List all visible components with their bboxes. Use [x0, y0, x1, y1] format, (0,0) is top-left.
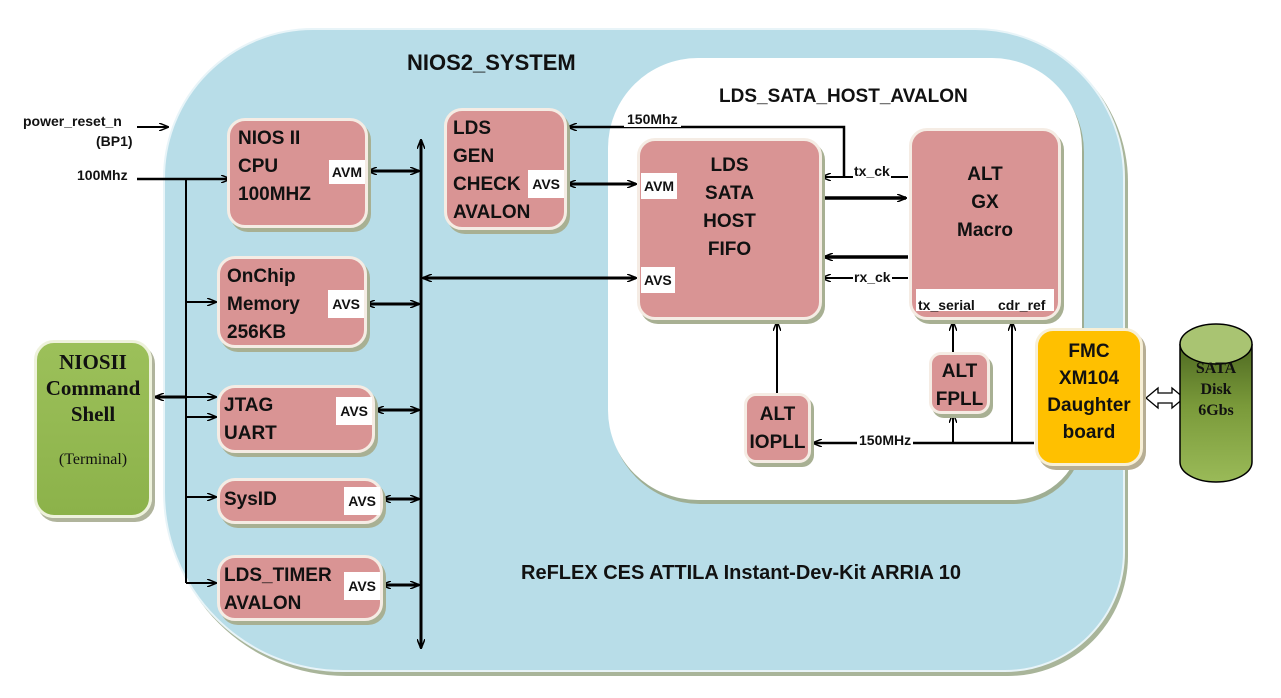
memory-avs-port: AVS: [328, 290, 364, 318]
timer-avs-port: AVS: [344, 572, 380, 600]
power-reset-sub-label: (BP1): [96, 133, 133, 149]
lds-timer-block: LDS_TIMER AVALON AVS: [217, 555, 383, 621]
fifo-avm-port: AVM: [641, 173, 678, 199]
sysid-avs-port: AVS: [344, 487, 380, 515]
jtag-uart-text: JTAG UART: [224, 395, 277, 444]
clk150-top-label: 150Mhz: [624, 111, 681, 127]
gencheck-avs-port: AVS: [528, 170, 564, 198]
clock-in-label: 100Mhz: [77, 167, 128, 183]
gx-macro-text: ALT GX Macro: [957, 164, 1013, 241]
jtag-avs-port: AVS: [336, 397, 372, 425]
iopll-text: ALT IOPLL: [749, 404, 806, 453]
jtag-uart-block: JTAG UART AVS: [217, 385, 375, 453]
disk-line2: Disk: [1200, 381, 1232, 398]
lds-sata-host-fifo-block: LDS SATA HOST FIFO AVM AVS: [637, 138, 822, 320]
fmc-xm104-daughter-board: FMC XM104 Daughter board: [1035, 328, 1143, 466]
fmc-line4: board: [1062, 422, 1116, 443]
sysid-text: SysID: [224, 489, 277, 510]
onchip-memory-block: OnChip Memory 256KB AVS: [217, 256, 367, 348]
fpll-text: ALT FPLL: [935, 361, 984, 410]
sysid-block: SysID AVS: [217, 478, 383, 524]
disk-line3: 6Gbs: [1198, 402, 1234, 419]
sata-disk-icon: [1179, 323, 1253, 483]
fifo-text: LDS SATA HOST FIFO: [703, 155, 756, 260]
fmc-line3: Daughter: [1047, 395, 1131, 416]
alt-fpll-block: ALT FPLL: [929, 352, 990, 414]
fmc-line1: FMC: [1068, 341, 1110, 362]
sata-disk-label: SATA Disk 6Gbs: [1178, 358, 1254, 421]
lds-timer-text: LDS_TIMER AVALON: [224, 565, 332, 614]
shell-line2: Command: [45, 376, 141, 400]
niosii-command-shell: NIOSII Command Shell (Terminal): [34, 340, 152, 518]
power-reset-label: power_reset_n: [23, 113, 122, 129]
sata-host-title: LDS_SATA_HOST_AVALON: [719, 86, 968, 107]
tx-ck-label: tx_ck: [853, 163, 891, 179]
nios-cpu-block: NIOS II CPU 100MHZ AVM: [227, 118, 368, 228]
lds-gencheck-block: LDS GEN CHECK AVALON AVS: [444, 108, 567, 230]
lds-gencheck-text: LDS GEN CHECK AVALON: [453, 118, 531, 223]
gx-cdr-ref-port: cdr_ref: [998, 297, 1046, 313]
system-title: NIOS2_SYSTEM: [407, 50, 576, 75]
onchip-memory-text: OnChip Memory 256KB: [227, 266, 300, 343]
fmc-line2: XM104: [1058, 368, 1120, 389]
nios-cpu-text: NIOS II CPU 100MHZ: [238, 128, 311, 205]
shell-line3: Shell: [70, 402, 116, 426]
kit-title: ReFLEX CES ATTILA Instant-Dev-Kit ARRIA …: [521, 562, 962, 584]
clk150-bottom-label: 150MHz: [857, 432, 914, 448]
alt-gx-macro-block: ALT GX Macro tx_serial cdr_ref: [909, 128, 1061, 320]
gx-tx-serial-port: tx_serial: [918, 297, 975, 313]
fifo-avs-port: AVS: [641, 267, 675, 293]
disk-line1: SATA: [1195, 360, 1237, 377]
cpu-avm-port: AVM: [328, 160, 365, 184]
alt-iopll-block: ALT IOPLL: [744, 393, 811, 463]
shell-line1: NIOSII: [59, 350, 127, 374]
clk150-gencheck-wire: [568, 127, 846, 177]
shell-sub: (Terminal): [58, 451, 128, 468]
rx-ck-label: rx_ck: [853, 269, 892, 285]
